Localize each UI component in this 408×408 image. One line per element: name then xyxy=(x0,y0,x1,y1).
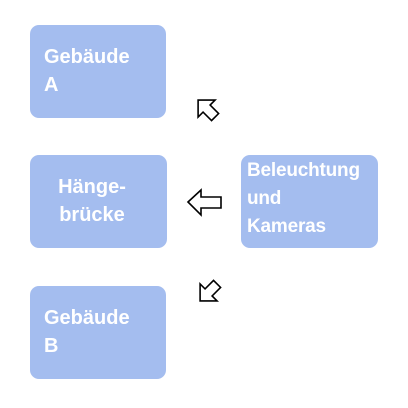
node-gebaeude-a: Gebäude A xyxy=(30,25,166,118)
node-beleuchtung-kameras: Beleuchtung und Kameras xyxy=(241,155,378,248)
node-gebaeude-a-label: Gebäude A xyxy=(44,46,130,96)
node-gebaeude-b: Gebäude B xyxy=(30,286,166,379)
node-beleuchtung-kameras-label: Beleuchtung und Kameras xyxy=(247,160,360,237)
node-haengebruecke: Hänge- brücke xyxy=(30,155,167,248)
node-gebaeude-b-label: Gebäude B xyxy=(44,307,130,357)
node-haengebruecke-label: Hänge- brücke xyxy=(58,176,126,226)
